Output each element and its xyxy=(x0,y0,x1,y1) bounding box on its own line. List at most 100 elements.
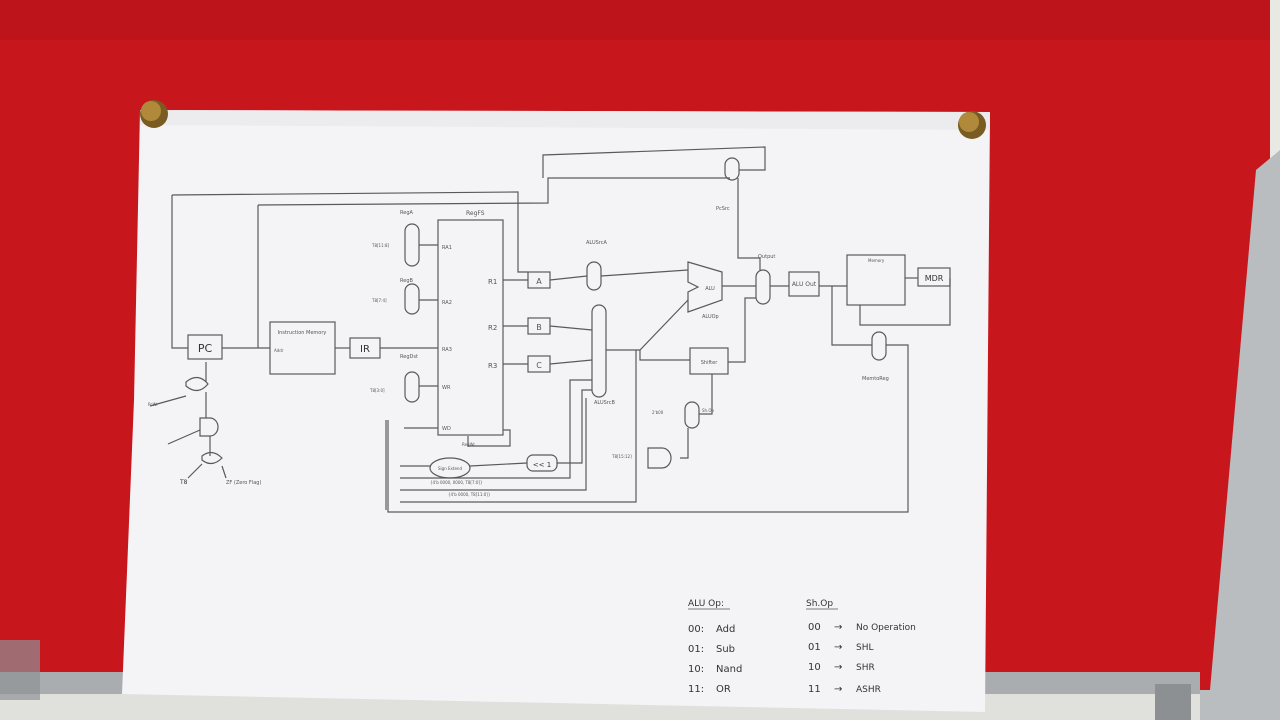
wire xyxy=(680,428,689,459)
board-frame-right xyxy=(1165,150,1280,720)
wire xyxy=(600,269,689,277)
signal-t8-7-4: T8[7:4] xyxy=(371,298,387,303)
reg-out-r3: R3 xyxy=(488,362,497,370)
pc-label: PC xyxy=(198,342,213,355)
board-shade-top xyxy=(0,0,1270,40)
or-gate xyxy=(185,376,209,392)
wire xyxy=(257,177,730,206)
mux-shop-label: Sh.Op xyxy=(702,408,714,413)
mux-memtoreg-label: MemtoReg xyxy=(862,376,889,382)
frame-corner-left xyxy=(0,640,40,700)
paper-sheet xyxy=(122,110,990,712)
regfile-label: RegFS xyxy=(466,210,485,217)
alu-shape xyxy=(687,261,723,313)
mux-pcsrc xyxy=(724,157,740,181)
signal-2b00: 2'b00 xyxy=(652,410,664,415)
signal-pcwr: PcWr xyxy=(148,402,158,407)
memory-label: Memory xyxy=(868,258,885,263)
mux-alusrca-label: ALUSrcA xyxy=(586,240,607,246)
wire xyxy=(387,344,909,513)
alu-label: ALU xyxy=(705,286,715,292)
alu-op-name-3: OR xyxy=(716,684,731,695)
alu-op-name-2: Nand xyxy=(716,664,742,675)
sh-op-code-1: 01 xyxy=(808,642,821,653)
alu-op-legend-title: ALU Op: xyxy=(688,599,724,609)
wire xyxy=(542,146,766,178)
wire xyxy=(171,195,188,349)
wire xyxy=(549,325,593,331)
mux-regb-label: RegB xyxy=(400,278,413,284)
mux-memtoreg xyxy=(871,331,887,361)
alu-out-label: ALU Out xyxy=(792,281,817,288)
mux-alusrcb xyxy=(591,304,607,398)
shifter-box xyxy=(689,347,729,375)
signal-ext-12: {4'b 0000, T8[11:0]} xyxy=(448,492,491,497)
shifter-label: Shifter xyxy=(701,360,718,366)
reg-port-ra1: RA1 xyxy=(442,245,452,251)
sh-op-name-0: No Operation xyxy=(856,623,916,633)
signal-aluop: ALUOp xyxy=(702,314,719,320)
wire xyxy=(171,191,528,273)
signal-t8-15-12: T8[15:12] xyxy=(611,454,632,459)
sh-op-legend-title: Sh.Op xyxy=(806,599,833,609)
reg-port-wr: WR xyxy=(442,385,451,391)
mdr-label: MDR xyxy=(925,274,944,283)
mux-shop xyxy=(684,401,700,429)
paper-shadow xyxy=(140,110,990,130)
and-gate xyxy=(199,417,219,437)
mux-alusrcb-label: ALUSrcB xyxy=(594,400,615,406)
wire xyxy=(149,395,187,407)
mux-regb xyxy=(404,283,420,315)
memory-box xyxy=(846,254,906,306)
reg-port-wd: WD xyxy=(442,426,451,432)
mdr-box xyxy=(917,267,951,287)
wire xyxy=(467,429,511,447)
frame-corner xyxy=(1155,684,1191,720)
reg-out-r1: R1 xyxy=(488,278,497,286)
sh-op-arrow-3: → xyxy=(834,684,842,695)
wire xyxy=(400,398,587,491)
wire xyxy=(167,429,201,445)
mux-output-label: Output xyxy=(758,254,775,260)
wire xyxy=(699,374,713,415)
sh-op-name-3: ASHR xyxy=(856,685,881,695)
signal-t8-3-0: T8[3:0] xyxy=(369,388,385,393)
ir-label: IR xyxy=(360,344,370,355)
wire xyxy=(737,178,761,270)
xor-gate xyxy=(201,451,223,465)
latch-b-label: B xyxy=(536,323,542,332)
wire xyxy=(859,278,951,326)
signal-ext-8: {4'b 0000, 0000, T8[7:0]} xyxy=(430,480,483,485)
mux-output xyxy=(755,269,771,305)
wire xyxy=(469,462,528,467)
sh-op-arrow-0: → xyxy=(834,622,842,633)
wire xyxy=(639,350,690,361)
pc-box xyxy=(187,334,223,360)
push-pin-left-head xyxy=(141,101,161,121)
sh-op-code-0: 00 xyxy=(808,622,821,633)
mux-regdst xyxy=(404,371,420,403)
wire xyxy=(728,297,756,363)
alu-op-code-0: 00: xyxy=(688,624,704,635)
wire xyxy=(831,286,872,346)
signal-regwr: RegWr xyxy=(462,442,475,447)
alu-out-box xyxy=(788,271,820,297)
reg-out-r2: R2 xyxy=(488,324,497,332)
mux-pcsrc-label: PcSrc xyxy=(716,206,730,212)
mux-regdst-label: RegDst xyxy=(400,354,418,360)
push-pin-right-head xyxy=(959,112,979,132)
sh-op-name-1: SHL xyxy=(856,643,874,653)
signal-t8-11-8: T8[11:8] xyxy=(371,243,390,248)
sh-op-arrow-2: → xyxy=(834,662,842,673)
instruction-memory-port: Addr xyxy=(274,348,284,353)
sh-op-name-2: SHR xyxy=(856,663,875,673)
sh-op-code-2: 10 xyxy=(808,662,821,673)
sh-op-arrow-1: → xyxy=(834,642,842,653)
reg-port-ra2: RA2 xyxy=(442,300,452,306)
reg-port-ra3: RA3 xyxy=(442,347,452,353)
sh-op-code-3: 11 xyxy=(808,684,821,695)
wire xyxy=(187,463,203,479)
latch-a-label: A xyxy=(536,277,542,286)
wire xyxy=(221,465,227,479)
